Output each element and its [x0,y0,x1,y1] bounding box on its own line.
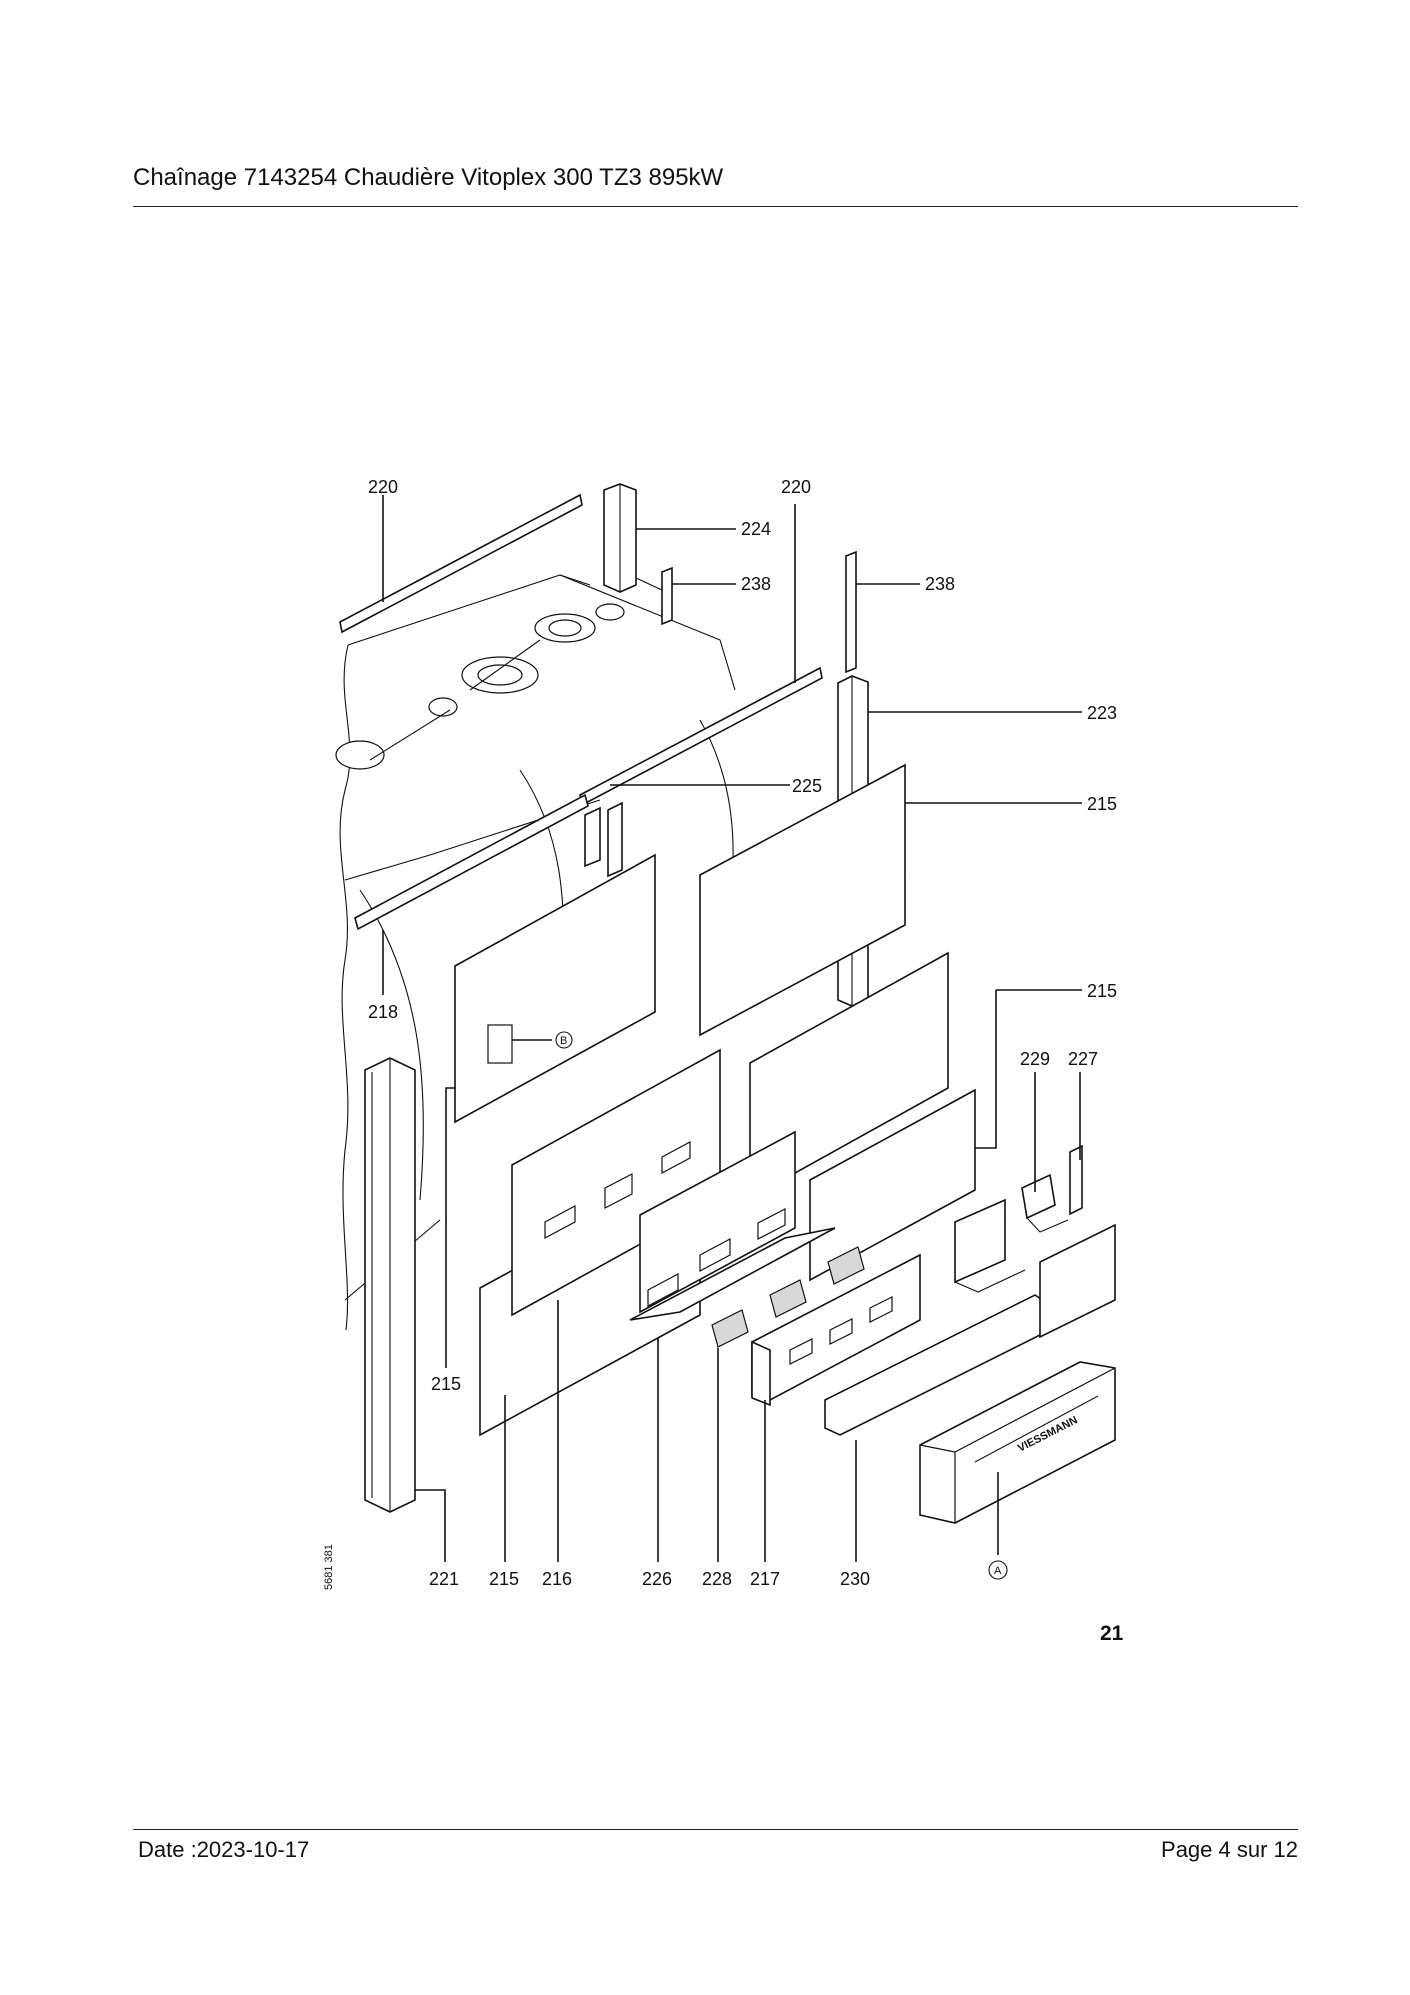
marker-a: A [994,1565,1002,1577]
callout-226: 226 [642,1569,672,1589]
callout-238-right: 238 [925,574,955,594]
callout-215-upper: 215 [1087,794,1117,814]
bracket-229 [1021,1173,1069,1233]
cover-strip-230 [824,1223,1116,1436]
callout-218: 218 [368,1002,398,1022]
bracket-225 [584,801,623,878]
callout-215-left: 215 [431,1374,461,1394]
marker-a-circle [988,1560,1008,1580]
corner-post-224 [603,483,637,593]
corner-post-221 [364,1057,416,1513]
marker-b-circle [555,1031,573,1049]
marker-b: B [560,1035,567,1047]
callout-labels: 220 224 238 220 238 223 225 215 215 218 … [368,477,1117,1589]
bracket-227 [1069,1144,1083,1216]
callout-223: 223 [1087,703,1117,723]
page-title: Chaînage 7143254 Chaudière Vitoplex 300 … [133,164,724,191]
rail-218 [354,793,589,931]
callout-225: 225 [792,776,822,796]
callout-220-left: 220 [368,477,398,497]
top-rail-220-left [339,493,583,634]
panel-215-lower [809,1088,976,1282]
callout-227: 227 [1068,1049,1098,1069]
panel-215-upper-right [699,763,906,1037]
boiler-body [335,574,736,1331]
callout-215-right: 215 [1087,981,1117,1001]
figure-number: 21 [1100,1622,1124,1645]
leader-lines [382,495,1082,1562]
box-bracket [954,1198,1026,1293]
callout-224: 224 [741,519,771,539]
trim-bar-217 [751,1253,921,1407]
callout-229: 229 [1020,1049,1050,1069]
callout-217: 217 [750,1569,780,1589]
callout-220-right: 220 [781,477,811,497]
panel-215-upper-left [454,853,656,1124]
handles-228 [711,1246,865,1348]
callout-230: 230 [840,1569,870,1589]
callout-238-left: 238 [741,574,771,594]
bracket-238-right [845,550,857,674]
control-bracket-226 [629,1130,836,1321]
control-unit-a: VIESSMANN [919,1361,1116,1524]
bracket-238-left [635,566,673,626]
header-divider [133,206,1298,207]
footer-divider [133,1829,1298,1830]
panel-215-middle-right [749,951,949,1200]
footer-page-number: Page 4 sur 12 [1161,1837,1298,1862]
callout-221: 221 [429,1569,459,1589]
callout-228: 228 [702,1569,732,1589]
drawing-code: 5681 381 [323,1544,335,1590]
callout-215-bottom: 215 [489,1569,519,1589]
callout-216: 216 [542,1569,572,1589]
footer-date: Date :2023-10-17 [138,1837,310,1862]
